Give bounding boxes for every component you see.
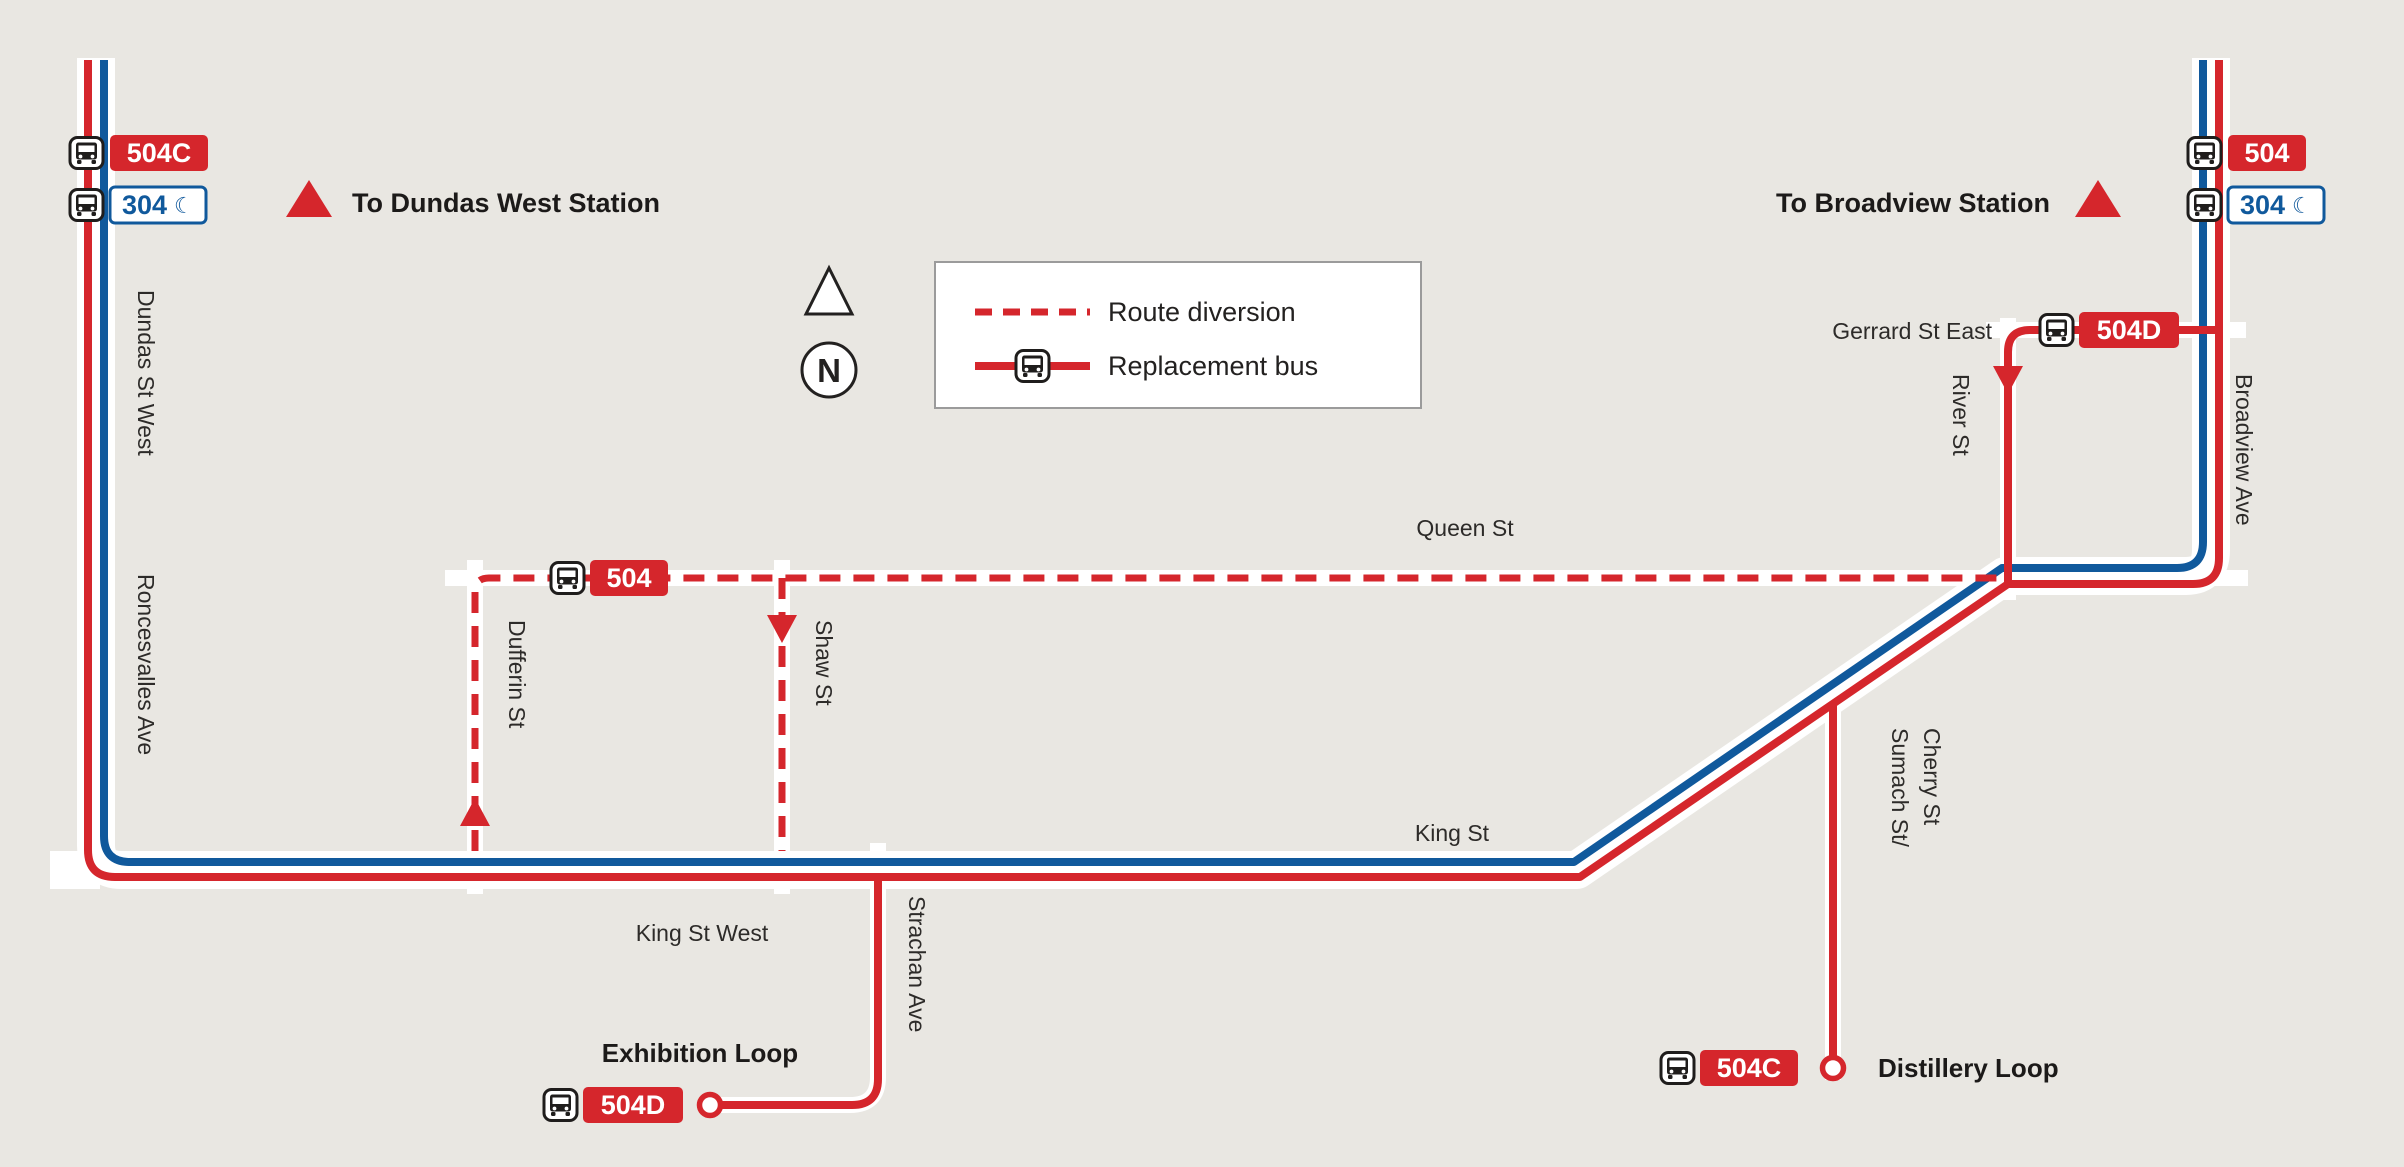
exhibition-loop-terminal-icon — [696, 1091, 724, 1119]
street-label-king-west: King St West — [636, 920, 769, 946]
distillery-loop-badge: 504C Distillery Loop — [1659, 1050, 2059, 1086]
street-label-gerrard: Gerrard St East — [1832, 318, 1992, 344]
bus-icon — [1659, 1051, 1696, 1085]
bus-icon — [542, 1088, 579, 1122]
north-triangle-icon — [803, 264, 855, 316]
route-red-main — [84, 60, 2223, 881]
night-moon-icon: ☾ — [2292, 194, 2312, 219]
bus-icon — [549, 561, 586, 595]
north-label: N — [817, 352, 841, 389]
badge-304-top-right — [2226, 185, 2326, 225]
badge-504c-top-left — [110, 135, 208, 171]
direction-arrows — [460, 366, 2023, 826]
terminus-top-right: To Broadview Station 504 304 ☾ — [1776, 135, 2326, 225]
street-label-roncesvalles: Roncesvalles Ave — [133, 574, 159, 755]
arrow-down-river-icon — [1993, 366, 2023, 394]
badge-504-queen — [590, 560, 668, 596]
street-main-corridor — [77, 58, 2230, 889]
badge-504c-top-left-label: 504C — [127, 138, 192, 168]
legend: Route diversion Replacement bus — [934, 261, 1422, 409]
badge-504d-gerrard-label: 504D — [2097, 315, 2162, 345]
street-label-cherry: Cherry St — [1919, 728, 1945, 826]
to-dundas-west-label: To Dundas West Station — [352, 188, 660, 218]
street-label-broadview: Broadview Ave — [2231, 374, 2257, 526]
badge-504d-gerrard — [2079, 312, 2179, 348]
arrow-up-dufferin-icon — [460, 798, 490, 826]
queen-shuttle-badge: 504 — [549, 560, 668, 596]
gerrard-shuttle-badge: 504D — [2038, 312, 2179, 348]
legend-route-diversion-label: Route diversion — [1108, 297, 1296, 327]
route-red-strachan-exhibition — [722, 877, 882, 1109]
bus-icon — [68, 188, 105, 222]
street-label-shaw: Shaw St — [811, 620, 837, 706]
route-replacement-bus-red — [84, 60, 2223, 1109]
badge-504-queen-label: 504 — [606, 563, 651, 593]
badge-504c-distillery-label: 504C — [1717, 1053, 1782, 1083]
diversion-dufferin-queen — [471, 574, 2000, 851]
badge-504d-exhibition — [583, 1087, 683, 1123]
terminus-top-left: 504C 304 ☾ To Dundas West Station — [68, 135, 660, 225]
to-dundas-west-arrow-icon — [286, 180, 332, 217]
street-label-dundas: Dundas St West — [133, 290, 159, 456]
badge-504c-distillery — [1700, 1050, 1798, 1086]
distillery-loop-terminal-icon — [1819, 1054, 1847, 1082]
street-label-strachan: Strachan Ave — [904, 896, 930, 1032]
badge-504-top-right — [2228, 135, 2306, 171]
to-broadview-label: To Broadview Station — [1776, 188, 2050, 218]
distillery-loop-label: Distillery Loop — [1878, 1053, 2059, 1083]
bus-icon — [2186, 188, 2223, 222]
exhibition-loop-badge: Exhibition Loop 504D — [542, 1038, 798, 1123]
street-label-sumach: Sumach St/ — [1887, 728, 1913, 847]
bus-icon — [1014, 349, 1051, 383]
north-indicator: N — [800, 264, 858, 399]
badge-304-top-right-label: 304 — [2240, 190, 2285, 220]
arrow-down-shaw-icon — [767, 615, 797, 643]
night-moon-icon: ☾ — [174, 194, 194, 219]
street-label-queen: Queen St — [1416, 515, 1514, 541]
badge-304-top-left-label: 304 — [122, 190, 167, 220]
badge-504-top-right-label: 504 — [2244, 138, 2289, 168]
street-label-river: River St — [1948, 374, 1974, 456]
badge-304-top-left — [108, 185, 208, 225]
exhibition-loop-label: Exhibition Loop — [602, 1038, 798, 1068]
route-red-river-gerrard — [2004, 326, 2219, 584]
bus-icon — [2186, 136, 2223, 170]
to-broadview-arrow-icon — [2075, 180, 2121, 217]
badge-504d-exhibition-label: 504D — [601, 1090, 666, 1120]
route-streetcar-blue — [100, 60, 2207, 866]
legend-replacement-bus-label: Replacement bus — [1108, 351, 1318, 381]
north-circle-icon — [800, 341, 858, 399]
street-labels: Dundas St West Roncesvalles Ave Dufferin… — [133, 290, 2257, 1032]
street-label-king: King St — [1415, 820, 1490, 846]
bus-icon — [2038, 313, 2075, 347]
street-label-dufferin: Dufferin St — [504, 620, 530, 729]
legend-box — [934, 261, 1422, 409]
bus-icon — [68, 136, 105, 170]
